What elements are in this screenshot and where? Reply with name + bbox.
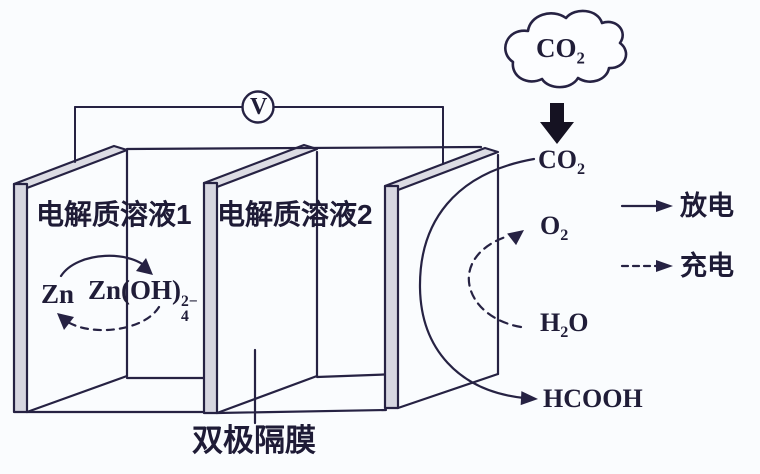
voltmeter-label: V [250, 94, 268, 120]
zincate-subscript: 4 [181, 307, 189, 325]
zn-charge-arc [57, 305, 161, 332]
cloud-co2-label: CO2 [536, 33, 585, 68]
zn-label: Zn [41, 279, 75, 309]
membrane-label: 双极隔膜 [192, 423, 316, 458]
electrolyte-1-label: 电解质溶液1 [36, 199, 192, 230]
co2-label: CO2 [538, 145, 586, 179]
zincate-superscript: 2− [181, 293, 198, 311]
legend-discharge-arrow-icon [620, 200, 673, 212]
electrolyte-2-label: 电解质溶液2 [217, 199, 373, 230]
co2-cloud-shape [504, 9, 628, 89]
legend-charge-label: 充电 [680, 251, 734, 281]
co2-to-hcooh-curve [418, 157, 538, 406]
hcooh-label: HCOOH [543, 384, 643, 413]
electrode-left-zinc [12, 144, 129, 414]
voltmeter-circle [241, 90, 275, 124]
zincate-label: Zn(OH)2−4 [88, 275, 198, 325]
cell-back-top-edge [125, 145, 483, 151]
o2-label: O2 [540, 211, 569, 245]
h2o-to-o2-curve [467, 230, 524, 329]
bipolar-membrane-plate [202, 143, 319, 415]
gas-inlet-arrow-icon [540, 103, 574, 144]
electrode-right-gas [383, 146, 500, 410]
legend-discharge-label: 放电 [680, 191, 734, 221]
h2o-label: H2O [540, 308, 589, 342]
legend-charge-arrow-icon [620, 260, 673, 272]
zn-discharge-arc [59, 254, 153, 278]
